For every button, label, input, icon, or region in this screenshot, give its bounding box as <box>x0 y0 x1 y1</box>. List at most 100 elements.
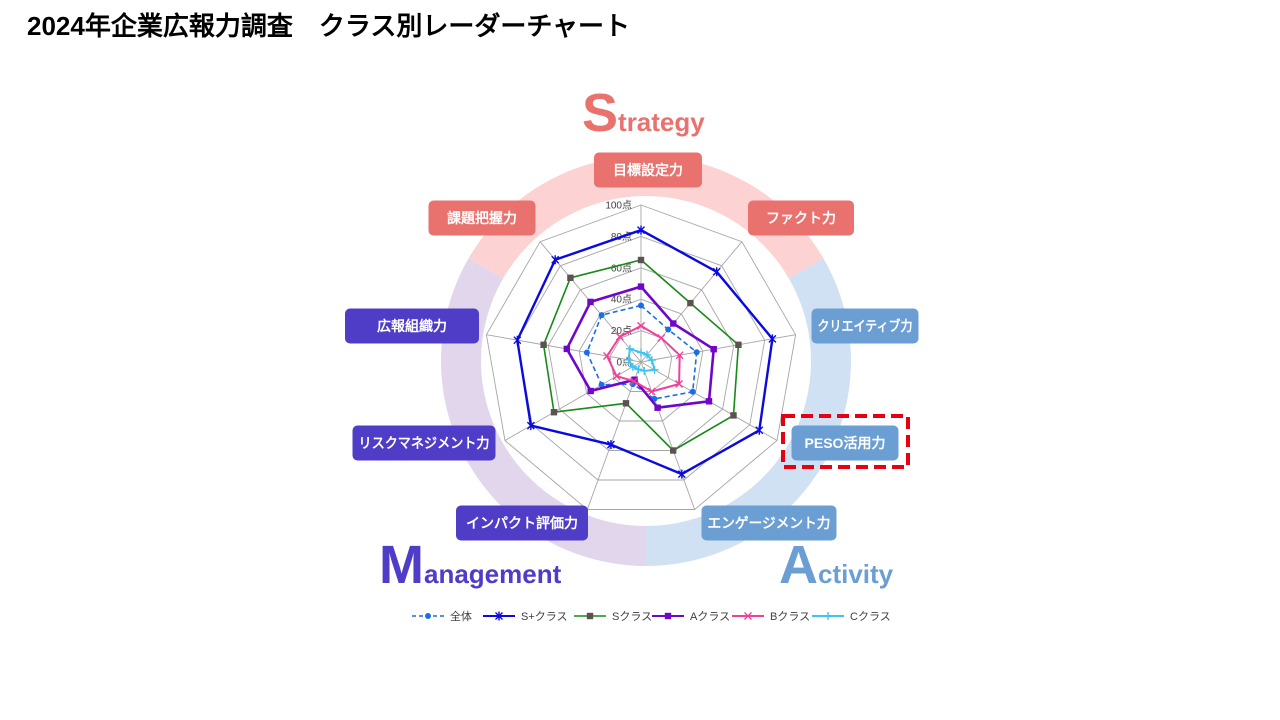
series-point-a-class-7 <box>563 345 570 353</box>
series-point-overall-2 <box>693 349 700 356</box>
r-tick-label: 100点 <box>605 200 632 212</box>
series-point-overall-6 <box>598 381 605 388</box>
series-point-s-class-1 <box>687 299 694 307</box>
series-point-s-class-8 <box>567 274 574 281</box>
legend-item-s-class: Sクラス <box>574 610 652 623</box>
series-point-a-class-2 <box>710 346 717 353</box>
series-point-b-class-5 <box>630 377 639 386</box>
heading-rest: ctivity <box>818 559 894 589</box>
series-point-b-class-0 <box>637 321 645 330</box>
legend-marker <box>425 613 431 619</box>
axis-label-box <box>456 505 588 541</box>
radar-grid <box>485 204 797 510</box>
axis-label-text: クリエイティブ力 <box>818 318 913 334</box>
axis-label-box <box>594 152 702 188</box>
axis-label-peso-utilization: PESO活用力 <box>791 425 899 461</box>
series-point-b-class-8 <box>615 332 624 341</box>
axis-label-issue-awareness: 課題把握力 <box>428 200 536 236</box>
series-point-s-class-3 <box>730 412 737 419</box>
legend-label: Aクラス <box>690 610 730 623</box>
axis-label-box <box>701 505 837 541</box>
series-point-s-class-5 <box>622 400 630 407</box>
series-point-a-class-0 <box>637 283 645 290</box>
series-point-s-plus-class-0 <box>637 225 645 235</box>
page-title: 2024年企業広報力調査 クラス別レーダーチャート <box>27 11 631 41</box>
legend-marker <box>495 611 503 621</box>
series-point-a-class-3 <box>705 398 713 405</box>
axis-label-fact: ファクト力 <box>748 200 854 236</box>
series-point-c-class-6 <box>628 362 637 371</box>
grid-spoke <box>640 334 796 363</box>
series-point-overall-0 <box>638 302 644 309</box>
series-point-s-plus-class-5 <box>606 440 615 450</box>
series-point-a-class-1 <box>670 320 677 327</box>
radar-series <box>513 225 777 479</box>
legend-marker <box>664 612 672 620</box>
series-line-b-class <box>606 324 681 393</box>
axis-label-box <box>345 308 479 344</box>
legend-label: Cクラス <box>850 610 891 623</box>
axis-label-creative: クリエイティブ力 <box>811 308 919 344</box>
grid-spoke <box>504 361 642 441</box>
heading-initial: A <box>779 535 818 595</box>
activity-heading: Activity <box>779 535 894 595</box>
series-point-s-class-2 <box>735 341 742 348</box>
management-heading: Management <box>379 535 562 595</box>
axis-label-text: 広報組織力 <box>377 318 447 334</box>
series-point-overall-7 <box>583 349 590 356</box>
series-point-c-class-7 <box>624 355 633 364</box>
ring-segment-strategy <box>468 156 824 279</box>
series-point-a-class-8 <box>587 298 594 306</box>
legend-label: 全体 <box>450 609 472 623</box>
series-point-c-class-4 <box>640 366 649 375</box>
series-point-c-class-0 <box>637 348 645 357</box>
grid-ring-100 <box>485 204 797 510</box>
r-tick-label: 40点 <box>611 294 632 306</box>
series-point-a-class-6 <box>587 387 594 395</box>
legend-item-overall: 全体 <box>412 609 472 623</box>
series-point-b-class-1 <box>657 333 666 342</box>
series-point-s-plus-class-4 <box>677 469 686 479</box>
axis-label-box <box>428 200 536 236</box>
axis-label-impact-evaluation: インパクト評価力 <box>456 505 588 541</box>
axis-label-text: インパクト評価力 <box>466 515 578 531</box>
series-point-c-class-3 <box>650 365 659 374</box>
axis-label-text: エンゲージメント力 <box>708 515 831 531</box>
series-point-b-class-3 <box>675 379 684 388</box>
heading-rest: trategy <box>618 107 705 137</box>
axis-label-risk-management: リスクマネジメント力 <box>352 425 496 461</box>
series-point-s-plus-class-8 <box>551 255 560 265</box>
series-line-s-class <box>542 259 740 452</box>
grid-ring-60 <box>547 267 735 451</box>
series-point-c-class-1 <box>643 350 652 359</box>
axis-label-text: 目標設定力 <box>613 162 683 178</box>
series-point-s-class-0 <box>637 256 645 264</box>
series-point-s-plus-class-1 <box>712 267 721 277</box>
series-point-a-class-4 <box>654 404 661 411</box>
axis-label-box <box>352 425 496 461</box>
category-ring <box>441 156 851 566</box>
series-point-b-class-6 <box>612 372 621 381</box>
series-point-s-plus-class-2 <box>768 334 777 344</box>
axis-label-text: 課題把握力 <box>447 210 517 226</box>
legend-marker <box>824 612 832 620</box>
series-point-s-class-6 <box>550 409 558 416</box>
series-point-b-class-4 <box>647 387 656 396</box>
heading-initial: S <box>582 83 618 143</box>
legend-item-b-class: Bクラス <box>732 610 810 623</box>
series-line-c-class <box>627 347 656 372</box>
grid-spoke <box>640 361 696 510</box>
axis-label-text: リスクマネジメント力 <box>359 435 490 451</box>
series-point-c-class-2 <box>647 356 656 365</box>
axis-label-box <box>748 200 854 236</box>
legend-label: Bクラス <box>770 610 810 623</box>
series-point-overall-8 <box>598 312 605 319</box>
axis-label-box <box>791 425 899 461</box>
ring-segment-management <box>441 258 646 566</box>
series-point-s-plus-class-7 <box>513 335 522 345</box>
legend-item-c-class: Cクラス <box>812 610 891 623</box>
series-c-class <box>624 344 659 375</box>
